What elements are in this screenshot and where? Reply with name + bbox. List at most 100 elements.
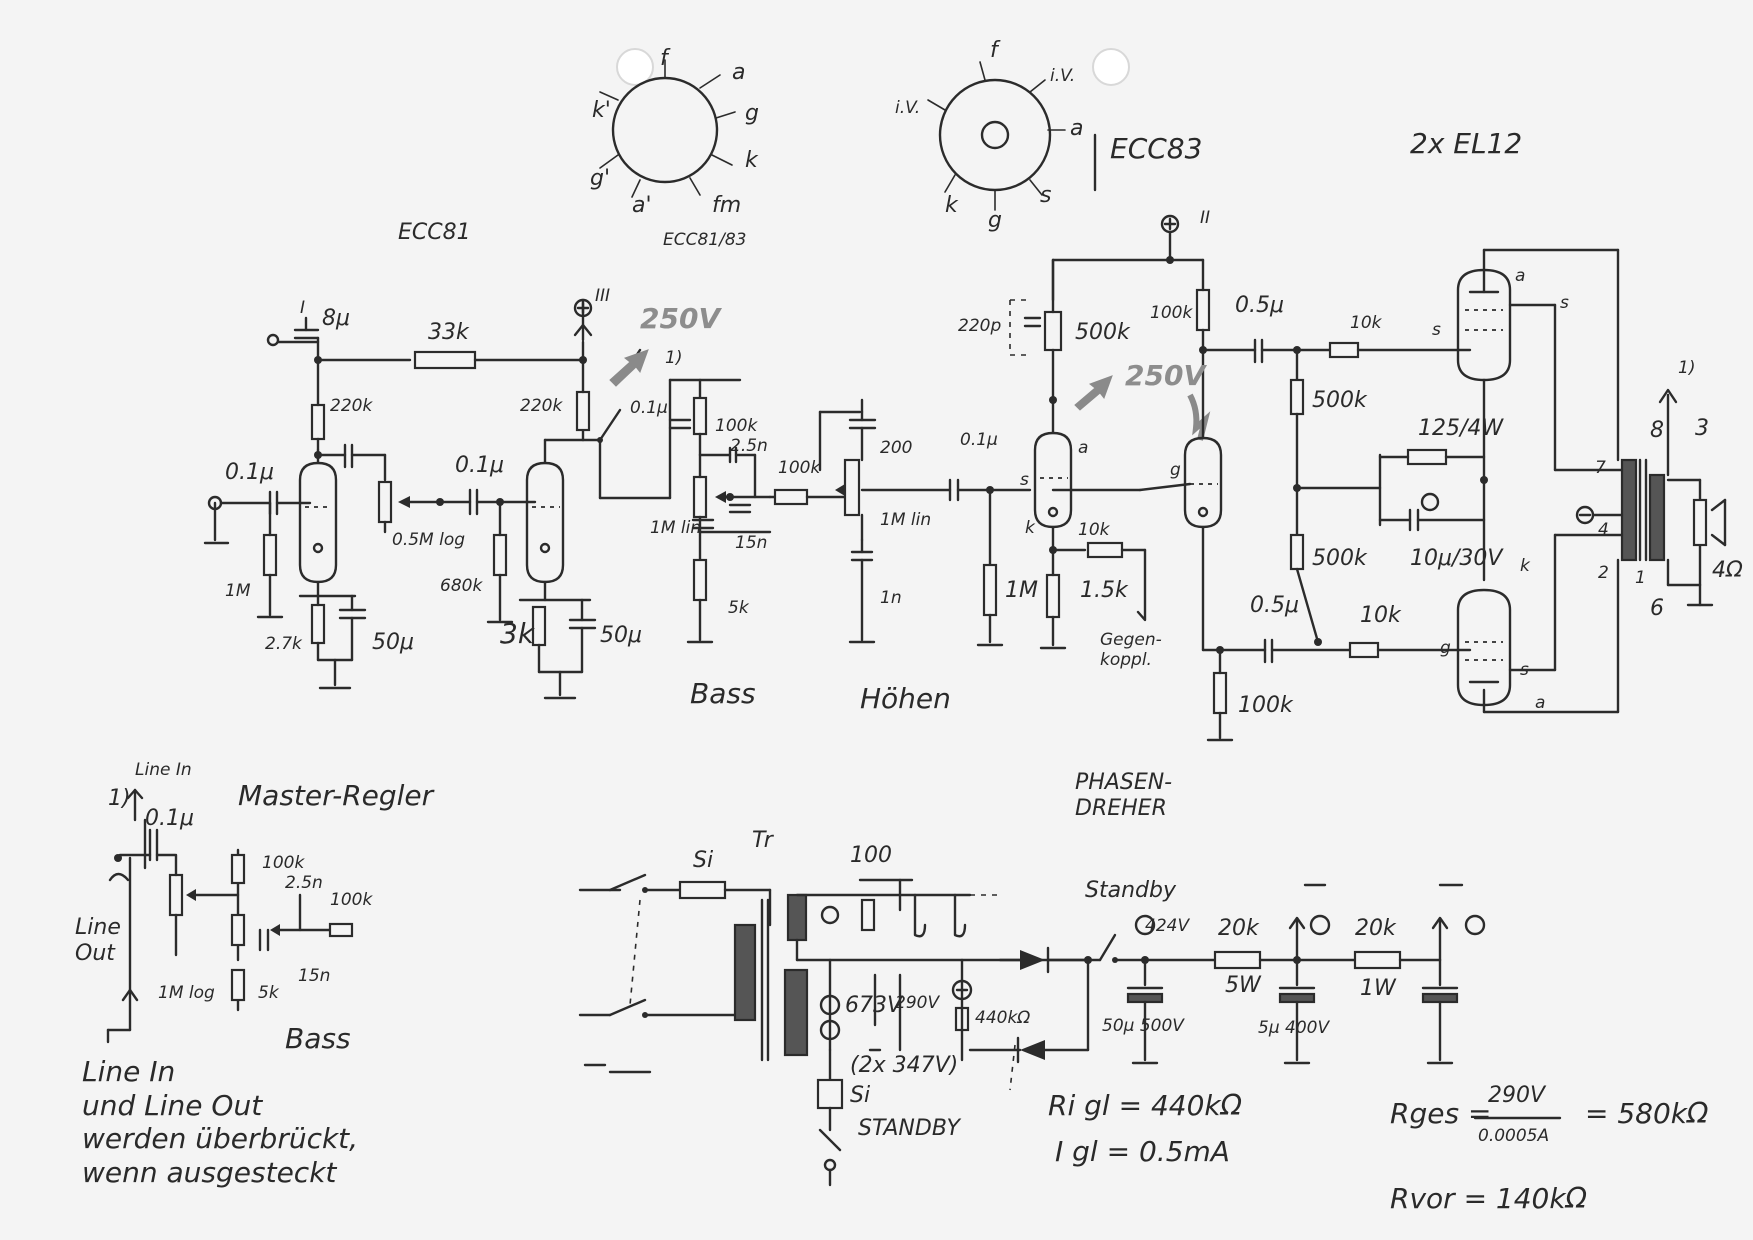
c-50u-b: 50μ (600, 623, 642, 648)
r-500k-a: 500k (1075, 320, 1130, 345)
pin-g-2: g (988, 208, 1002, 233)
r-440k: 440kΩ (975, 1008, 1031, 1028)
supply-I: I (300, 298, 306, 318)
el-a-top: a (1515, 266, 1526, 286)
c-200: 200 (880, 438, 913, 458)
tube-s1: s (1020, 470, 1029, 490)
tube-anode-a: a (1078, 438, 1089, 458)
ecc83-stage (1009, 258, 1205, 650)
r-10k-a: 10k (1350, 313, 1382, 333)
out-3: 3 (1695, 416, 1709, 441)
c-8u: 8μ (322, 306, 350, 331)
v-2x347: (2x 347V) (850, 1053, 959, 1078)
pot-1M-lin: 1M lin (650, 518, 702, 538)
label-master: Master-Regler (238, 779, 434, 812)
supply-III: III (595, 286, 611, 306)
r-220k-b: 220k (520, 396, 563, 416)
pinout-el12 (927, 61, 1066, 211)
el12-output-stage (1378, 248, 1727, 714)
c-01u-m: 0.1μ (145, 806, 194, 831)
label-line-out: Line Out (75, 915, 121, 967)
m-100k: 100k (262, 853, 305, 873)
pin-a-1: a (732, 60, 746, 85)
el-g-bot: g (1440, 638, 1451, 658)
el-s-top: s (1560, 293, 1569, 313)
r-1M-d: 1M (1005, 578, 1038, 603)
r-220k-a: 220k (330, 396, 373, 416)
m-bass: Bass (285, 1022, 351, 1055)
v-673: 673V (845, 993, 903, 1018)
r-125-4W: 125/4W (1418, 416, 1504, 441)
r-5k: 5k (728, 598, 749, 618)
pin-s-2: s (1040, 183, 1052, 208)
c-50u-500: 50μ 500V (1102, 1016, 1184, 1036)
pin-gp: g' (590, 166, 611, 191)
r-10k-fb: 10k (1078, 520, 1110, 540)
v-424: 424V (1145, 916, 1190, 936)
label-bass: Bass (690, 677, 756, 710)
r-20k-b: 20k (1355, 916, 1396, 941)
r-2-7k: 2.7k (265, 634, 302, 654)
phase-inverter (1051, 214, 1472, 742)
voltage-250v-b: 250V (1125, 359, 1206, 392)
treble-stack (818, 398, 1032, 647)
pin-fm: fm (712, 193, 742, 218)
c-2-5n: 2.5n (730, 436, 768, 456)
m-15n: 15n (298, 966, 331, 986)
pin-iv-1: i.V. (895, 98, 921, 118)
r-20k-a: 20k (1218, 916, 1259, 941)
label-ecc81: ECC81 (398, 220, 471, 245)
arrow-marker-3 (1187, 393, 1211, 441)
c-220p: 220p (958, 316, 1002, 336)
el-s-top2: s (1432, 320, 1441, 340)
formula-rvor: Rvor = 140kΩ (1390, 1182, 1587, 1215)
c-01u-c: 0.1μ (630, 398, 668, 418)
c-01u-b: 0.1μ (455, 453, 504, 478)
si-2: Si (850, 1083, 871, 1108)
r-10k-b: 10k (1360, 603, 1401, 628)
c-01u-in: 0.1μ (225, 460, 274, 485)
r-100k-h: 100k (778, 458, 821, 478)
pin-k-1: k (745, 148, 758, 173)
bass-tone-stack (686, 378, 852, 644)
tx-1: 1 (1635, 568, 1646, 588)
r-3k: 3k (500, 617, 535, 650)
out-note-1: 1) (1678, 358, 1696, 378)
r-1W: 1W (1360, 976, 1396, 1001)
r-100k-bass: 100k (715, 416, 758, 436)
c-05u-b: 0.5μ (1250, 593, 1299, 618)
supply-II: II (1200, 208, 1211, 228)
pin-ap: a' (632, 193, 652, 218)
pinout-ecc81-83 (599, 59, 736, 198)
line-in-top: Line In (135, 760, 192, 780)
c-1n: 1n (880, 588, 902, 608)
formula-igl: I gl = 0.5mA (1055, 1135, 1230, 1168)
label-gegenkoppl: Gegen- koppl. (1100, 630, 1162, 671)
tube-g1: g (1170, 460, 1181, 480)
el-a-bot: a (1535, 693, 1546, 713)
master-note-1: 1) (108, 786, 131, 811)
pot-05M-log: 0.5M log (392, 530, 466, 550)
el-k-bot: k (1520, 556, 1530, 576)
r-5W: 5W (1225, 973, 1261, 998)
tx-7: 7 (1595, 458, 1606, 478)
r-100: 100 (850, 843, 892, 868)
standby-top: Standby (1085, 878, 1176, 903)
label-hoehen: Höhen (860, 682, 951, 715)
stage-2 (518, 298, 742, 700)
r-680k: 680k (440, 576, 483, 596)
out-4ohm: 4Ω (1712, 558, 1743, 583)
formula-denominator: 0.0005A (1478, 1126, 1550, 1146)
tx-2: 2 (1598, 563, 1609, 583)
tr: Tr (752, 828, 773, 853)
formula-rigl: Ri gl = 440kΩ (1048, 1089, 1243, 1122)
pin-a-2: a (1070, 116, 1084, 141)
arrow-marker-2 (1074, 375, 1113, 411)
formula-numerator: 290V (1488, 1083, 1546, 1108)
out-8: 8 (1650, 418, 1664, 443)
r-500k-c: 500k (1312, 546, 1367, 571)
note-1: 1) (665, 348, 683, 368)
pinout-caption: ECC81/83 (663, 230, 747, 250)
r-1M-in: 1M (225, 581, 251, 601)
pin-k-2: k (945, 193, 958, 218)
